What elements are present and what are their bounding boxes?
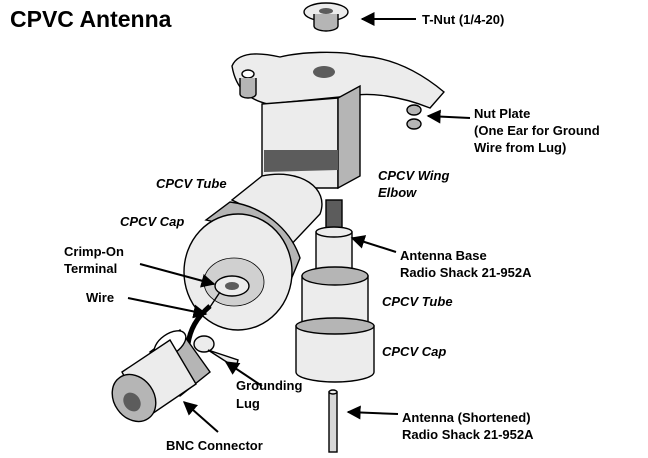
arrow-antenna-rod bbox=[346, 405, 399, 420]
label-nut-plate-line3: Wire from Lug) bbox=[474, 140, 567, 155]
label-t-nut: T-Nut (1/4-20) bbox=[422, 12, 505, 27]
label-cpcv-cap-upper: CPCV Cap bbox=[120, 214, 185, 229]
arrow-nut-plate bbox=[426, 109, 471, 124]
label-crimp-line1: Crimp-On bbox=[64, 244, 124, 259]
label-antenna-base-line1: Antenna Base bbox=[400, 248, 487, 263]
label-cpcv-wing-line1: CPCV Wing bbox=[378, 168, 450, 183]
antenna-rod bbox=[328, 389, 338, 453]
label-antenna-line1: Antenna (Shortened) bbox=[402, 410, 531, 425]
label-bnc-connector: BNC Connector bbox=[166, 438, 263, 453]
label-grounding-line1: Grounding bbox=[236, 378, 303, 393]
bnc-connector bbox=[111, 329, 211, 423]
label-wire: Wire bbox=[86, 290, 115, 305]
leader-arrows bbox=[127, 12, 471, 433]
arrow-grounding-lug bbox=[224, 361, 263, 387]
lower-cap bbox=[295, 317, 375, 383]
arrow-bnc-connector bbox=[182, 401, 219, 433]
diagram-title: CPVC Antenna bbox=[10, 6, 172, 32]
label-cpcv-cap-lower: CPCV Cap bbox=[382, 344, 447, 359]
label-cpcv-wing-line2: Elbow bbox=[378, 185, 417, 200]
label-nut-plate-line1: Nut Plate bbox=[474, 106, 531, 121]
label-antenna-base-line2: Radio Shack 21-952A bbox=[400, 265, 532, 280]
label-grounding-line2: Lug bbox=[236, 396, 260, 411]
wing-elbow bbox=[261, 84, 361, 190]
arrow-crimp-terminal bbox=[139, 263, 216, 288]
label-antenna-line2: Radio Shack 21-952A bbox=[402, 427, 534, 442]
t-nut bbox=[303, 2, 349, 32]
lower-tube bbox=[301, 266, 369, 333]
arrow-antenna-base bbox=[350, 235, 397, 253]
label-crimp-line2: Terminal bbox=[64, 261, 118, 276]
upper-tube-and-cap bbox=[183, 173, 323, 331]
label-nut-plate-line2: (One Ear for Ground bbox=[474, 123, 600, 138]
nut-plate bbox=[231, 51, 445, 130]
label-cpcv-tube-upper: CPCV Tube bbox=[156, 176, 227, 191]
arrow-wire bbox=[127, 297, 208, 319]
label-cpcv-tube-lower: CPCV Tube bbox=[382, 294, 453, 309]
